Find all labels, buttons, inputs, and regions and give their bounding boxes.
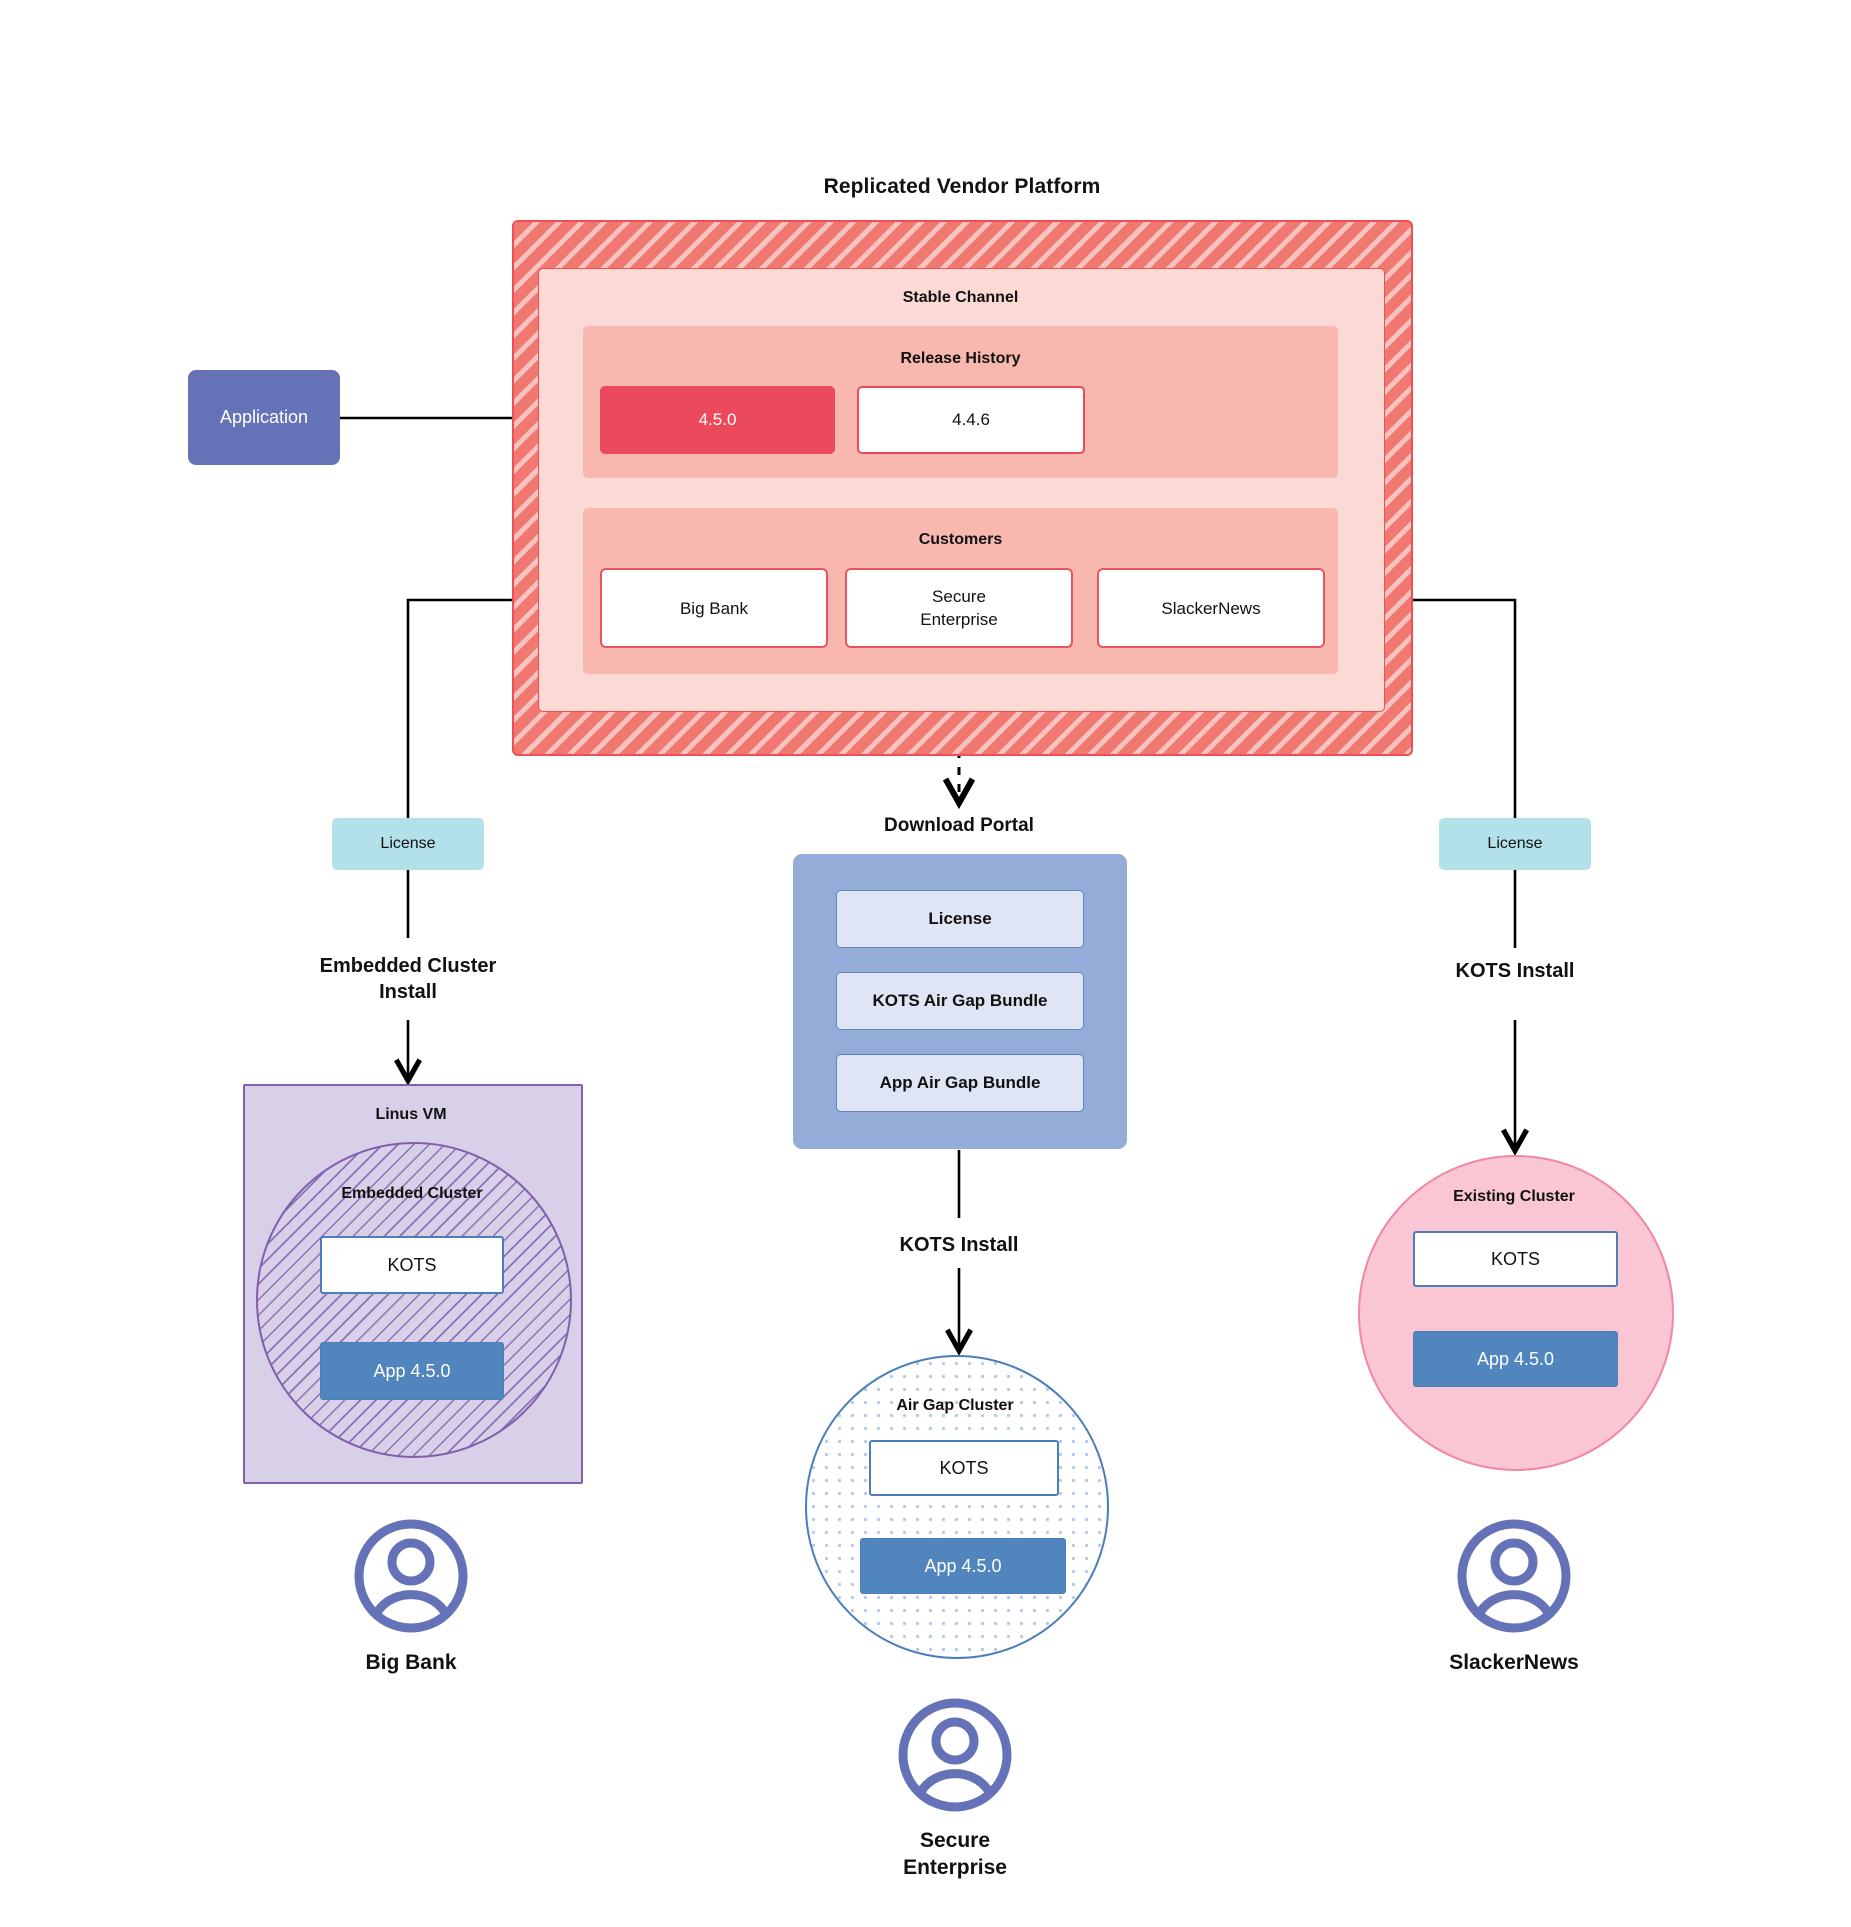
customer-chip-big-bank[interactable]: Big Bank <box>600 568 828 648</box>
release-chip-current[interactable]: 4.5.0 <box>600 386 835 454</box>
user-avatar-icon-secure-enterprise <box>895 1695 1015 1815</box>
embedded-cluster-title: Embedded Cluster <box>341 1185 483 1202</box>
license-chip-right[interactable]: License <box>1439 818 1591 870</box>
linux-vm-title: Linus VM <box>375 1106 447 1123</box>
portal-item-kots-air-gap-bundle[interactable]: KOTS Air Gap Bundle <box>836 972 1084 1030</box>
stable-channel-title: Stable Channel <box>902 289 1019 306</box>
platform-title: Replicated Vendor Platform <box>823 175 1101 198</box>
app-box-embedded[interactable]: App 4.5.0 <box>320 1342 504 1400</box>
persona-label-big-bank: Big Bank <box>365 1650 457 1674</box>
air-gap-cluster-circle <box>805 1355 1109 1659</box>
kots-box-airgap[interactable]: KOTS <box>869 1440 1059 1496</box>
persona-label-slackernews: SlackerNews <box>1449 1650 1579 1674</box>
release-chip-prior[interactable]: 4.4.6 <box>857 386 1085 454</box>
release-history-title: Release History <box>900 350 1021 367</box>
embedded-cluster-circle <box>256 1142 572 1458</box>
edge-label-kots-install-center: KOTS Install <box>899 1234 1019 1256</box>
user-avatar-icon-slackernews <box>1454 1516 1574 1636</box>
application-box[interactable]: Application <box>188 370 340 465</box>
persona-label-secure-enterprise: Secure Enterprise <box>903 1829 1007 1879</box>
download-portal-title: Download Portal <box>884 815 1034 836</box>
app-box-existing[interactable]: App 4.5.0 <box>1413 1331 1618 1387</box>
edge-label-embedded-cluster-install: Embedded Cluster Install <box>319 955 497 1003</box>
kots-box-embedded[interactable]: KOTS <box>320 1236 504 1294</box>
kots-box-existing[interactable]: KOTS <box>1413 1231 1618 1287</box>
portal-item-license[interactable]: License <box>836 890 1084 948</box>
existing-cluster-title: Existing Cluster <box>1453 1188 1575 1205</box>
edge-label-kots-install-right: KOTS Install <box>1455 960 1575 982</box>
customers-title: Customers <box>918 531 1003 548</box>
customer-chip-secure-enterprise[interactable]: Secure Enterprise <box>845 568 1073 648</box>
existing-cluster-circle <box>1358 1155 1674 1471</box>
customer-chip-slackernews[interactable]: SlackerNews <box>1097 568 1325 648</box>
license-chip-left[interactable]: License <box>332 818 484 870</box>
air-gap-cluster-title: Air Gap Cluster <box>896 1397 1014 1414</box>
app-box-airgap[interactable]: App 4.5.0 <box>860 1538 1066 1594</box>
portal-item-app-air-gap-bundle[interactable]: App Air Gap Bundle <box>836 1054 1084 1112</box>
user-avatar-icon-big-bank <box>351 1516 471 1636</box>
